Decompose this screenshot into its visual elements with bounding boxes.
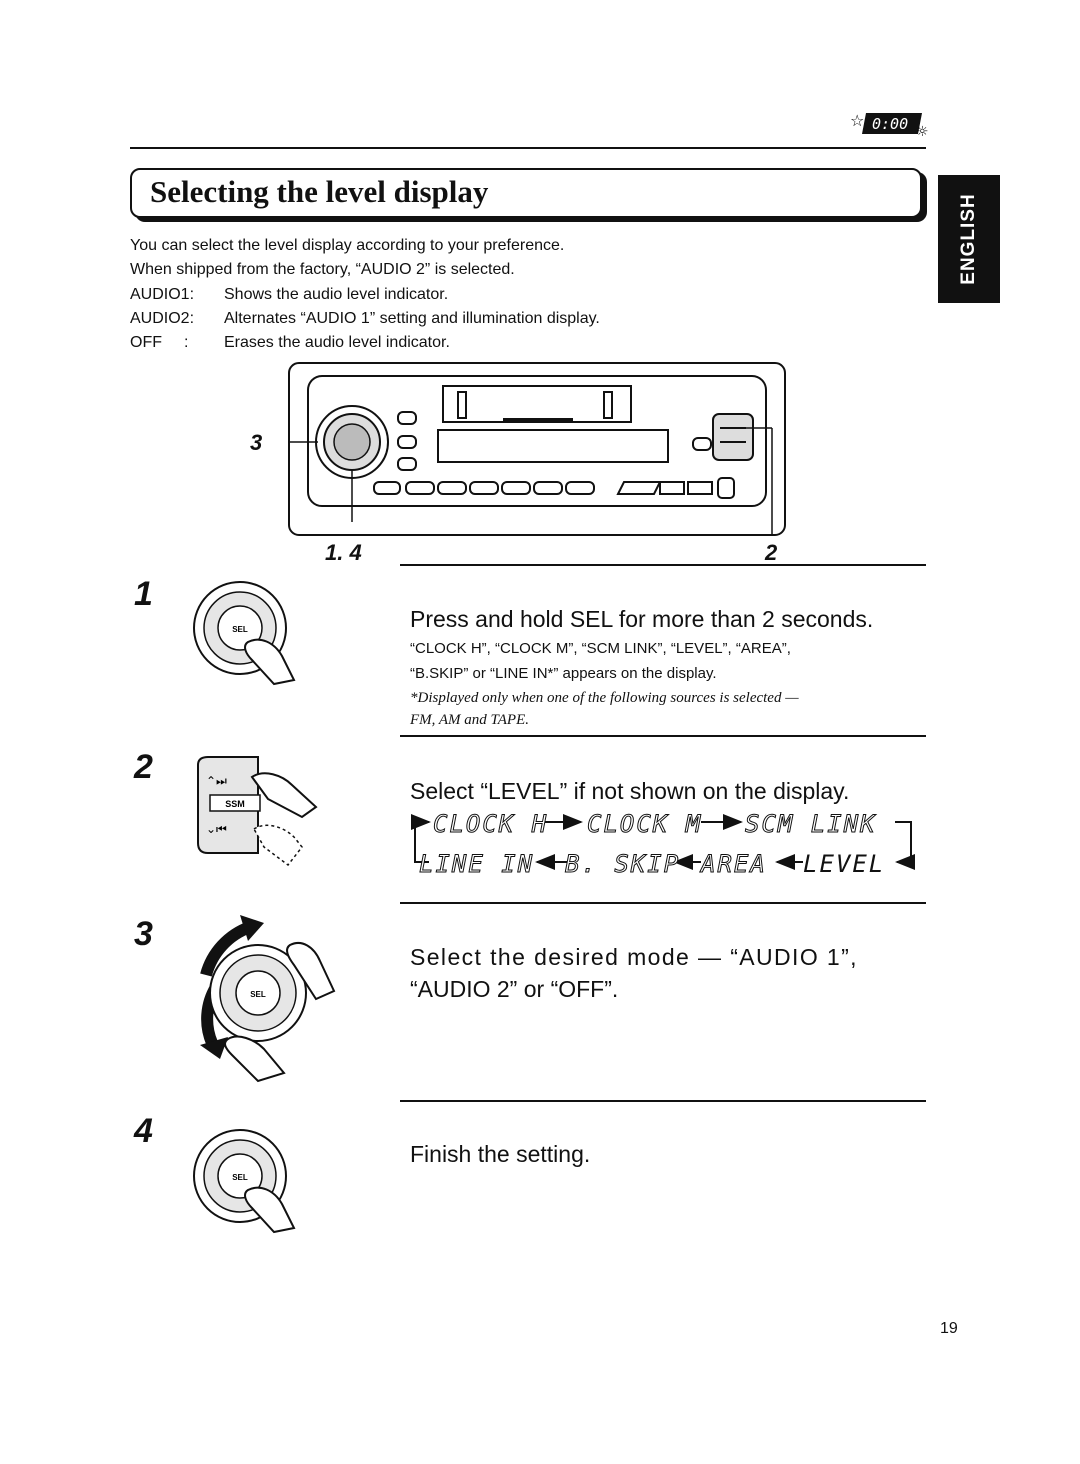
intro-line-1: You can select the level display accordi… (130, 237, 565, 254)
svg-text:SEL: SEL (232, 625, 248, 634)
sel-button-illustration: SEL (190, 580, 300, 690)
off-key: OFF (130, 334, 162, 351)
lcd-clock-m: CLOCK M (587, 810, 702, 838)
step-4-number: 4 (134, 1112, 153, 1150)
title-box: Selecting the level display (130, 168, 922, 218)
step-1-sub-1: “CLOCK H”, “CLOCK M”, “SCM LINK”, “LEVEL… (410, 640, 791, 657)
language-tab: ENGLISH (938, 175, 1000, 303)
svg-text:☼: ☼ (916, 124, 929, 138)
step-1-note-2: FM, AM and TAPE. (410, 712, 530, 728)
step-divider-3 (400, 902, 926, 904)
head-unit-illustration (288, 362, 788, 542)
clock-icon: ☆ 0:00 ☼ (850, 108, 930, 140)
off-desc: Erases the audio level indicator. (224, 334, 450, 351)
audio1-key: AUDIO1: (130, 286, 195, 303)
step-divider-4 (400, 1100, 926, 1102)
step-1-number: 1 (134, 575, 153, 613)
callout-2: 2 (765, 540, 778, 565)
svg-text:⌄⏮: ⌄⏮ (206, 822, 227, 836)
ssm-button-illustration: ⌃⏭ SSM ⌄⏮ (192, 755, 322, 875)
clock-display: 0:00 (872, 115, 908, 133)
header-rule (130, 147, 926, 149)
step-2-heading: Select “LEVEL” if not shown on the displ… (410, 778, 850, 804)
step-3-heading-1: Select the desired mode — “AUDIO 1”, (410, 944, 858, 970)
audio2-key: AUDIO2: (130, 310, 195, 327)
svg-text:☆: ☆ (850, 111, 864, 130)
step-1-heading: Press and hold SEL for more than 2 secon… (410, 606, 874, 632)
step-divider-2 (400, 735, 926, 737)
audio1-desc: Shows the audio level indicator. (224, 286, 449, 303)
rotate-knob-illustration: SEL (188, 915, 338, 1085)
page-title: Selecting the level display (150, 174, 489, 209)
callout-3: 3 (250, 430, 263, 455)
lcd-level: LEVEL (803, 850, 885, 878)
step-2-number: 2 (134, 748, 153, 786)
svg-text:SEL: SEL (232, 1173, 248, 1182)
callout-1-4: 1. 4 (325, 540, 362, 565)
intro-line-2: When shipped from the factory, “AUDIO 2”… (130, 261, 515, 278)
language-label: ENGLISH (958, 193, 979, 285)
lcd-line-in: LINE IN (419, 850, 534, 878)
audio2-desc: Alternates “AUDIO 1” setting and illumin… (224, 310, 600, 327)
lcd-clock-h: CLOCK H (433, 810, 548, 838)
step-1-note-1: *Displayed only when one of the followin… (410, 690, 799, 706)
step-divider-1 (400, 564, 926, 566)
page-number: 19 (940, 1320, 958, 1337)
display-sequence: CLOCK H CLOCK M SCM LINK LEVEL AREA B. S… (405, 810, 925, 884)
step-1-sub-2: “B.SKIP” or “LINE IN*” appears on the di… (410, 665, 717, 682)
off-separator: : (184, 334, 189, 351)
lcd-scm-link: SCM LINK (745, 810, 877, 838)
step-4-heading: Finish the setting. (410, 1141, 591, 1167)
step-3-number: 3 (134, 915, 153, 953)
step-3-heading-2: “AUDIO 2” or “OFF”. (410, 976, 619, 1002)
sel-button-finish-illustration: SEL (190, 1128, 300, 1238)
svg-text:⌃⏭: ⌃⏭ (206, 774, 227, 788)
lcd-b-skip: B. SKIP (565, 850, 680, 878)
lcd-area: AREA (699, 850, 767, 878)
svg-text:SSM: SSM (225, 799, 245, 809)
svg-text:SEL: SEL (250, 990, 266, 999)
